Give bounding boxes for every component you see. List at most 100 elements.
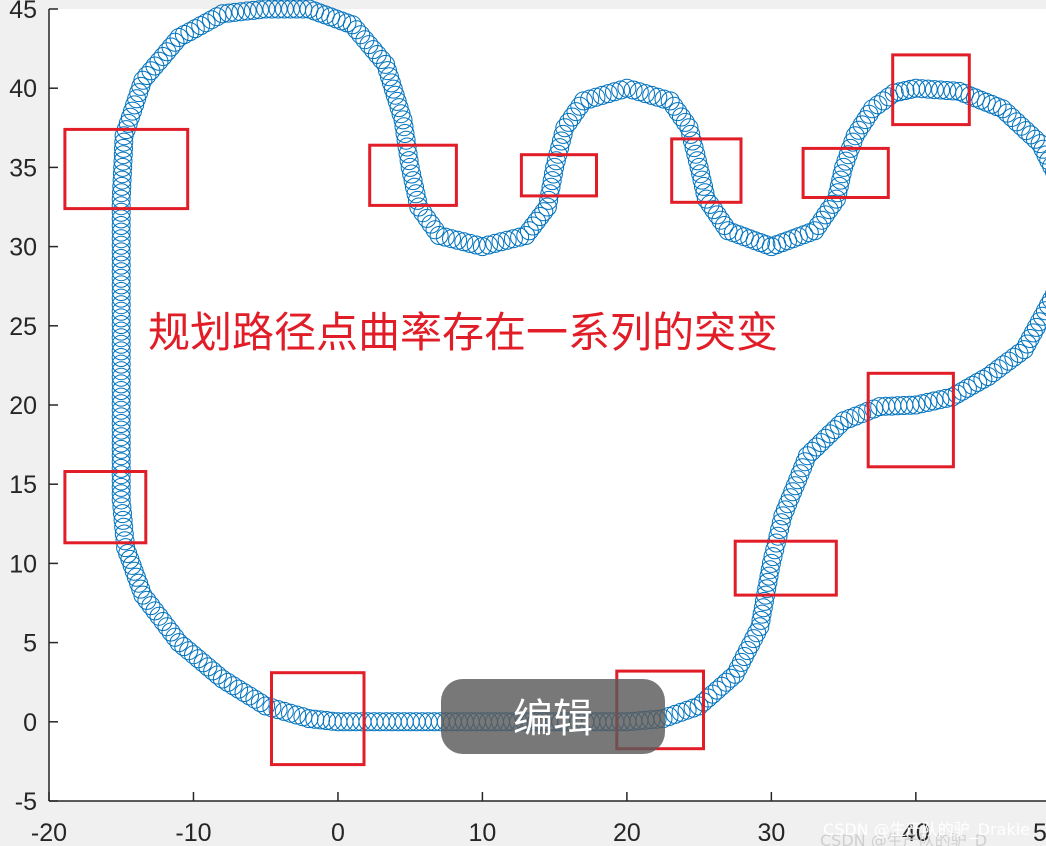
path-point bbox=[555, 118, 575, 138]
path-point bbox=[223, 676, 243, 696]
path-point bbox=[586, 87, 606, 107]
path-point bbox=[580, 89, 600, 109]
path-point bbox=[256, 0, 276, 19]
path-point bbox=[936, 388, 956, 408]
path-point bbox=[442, 229, 461, 249]
path-point bbox=[111, 249, 131, 268]
path-point bbox=[111, 308, 131, 328]
path-point bbox=[417, 208, 437, 228]
path-point bbox=[413, 203, 433, 223]
path-point bbox=[766, 533, 786, 553]
path-point bbox=[519, 221, 539, 241]
path-point bbox=[542, 171, 562, 191]
path-point bbox=[687, 151, 707, 171]
path-point bbox=[771, 513, 791, 533]
path-point bbox=[819, 200, 839, 220]
path-point bbox=[700, 194, 720, 214]
path-point bbox=[203, 661, 223, 681]
path-point bbox=[562, 107, 582, 127]
path-point bbox=[111, 341, 131, 361]
path-point bbox=[611, 80, 631, 100]
path-point bbox=[763, 547, 783, 567]
highlight-box bbox=[891, 53, 971, 127]
edit-button-label[interactable]: 编辑 bbox=[513, 696, 593, 742]
path-point bbox=[754, 591, 774, 611]
path-point bbox=[725, 664, 745, 684]
path-point bbox=[668, 102, 688, 122]
path-point bbox=[112, 176, 132, 196]
path-point bbox=[180, 22, 200, 42]
path-point bbox=[111, 381, 131, 400]
path-point bbox=[1039, 151, 1046, 170]
path-point bbox=[372, 50, 391, 69]
x-tick-label: 30 bbox=[757, 819, 785, 846]
path-point bbox=[367, 45, 387, 64]
path-point bbox=[396, 130, 416, 150]
path-point bbox=[912, 394, 932, 414]
path-point bbox=[399, 151, 419, 171]
path-point bbox=[293, 0, 313, 19]
path-point bbox=[707, 205, 727, 225]
path-point bbox=[761, 553, 781, 573]
path-point bbox=[812, 210, 832, 230]
edit-button[interactable]: 编辑 bbox=[441, 679, 665, 754]
path-point bbox=[672, 107, 691, 127]
path-point bbox=[759, 566, 779, 586]
path-point bbox=[409, 197, 429, 217]
path-point bbox=[112, 164, 132, 184]
path-point bbox=[111, 242, 131, 262]
path-point bbox=[179, 641, 199, 661]
path-point bbox=[973, 369, 993, 389]
path-point bbox=[202, 10, 221, 30]
path-point bbox=[250, 0, 269, 20]
highlight-box bbox=[368, 143, 458, 207]
path-point bbox=[111, 301, 131, 321]
path-point bbox=[114, 132, 134, 152]
path-point bbox=[884, 83, 904, 103]
highlight-box bbox=[63, 470, 148, 545]
path-point bbox=[605, 82, 624, 102]
path-point bbox=[768, 526, 788, 546]
path-point bbox=[744, 629, 764, 649]
path-point bbox=[988, 359, 1008, 379]
path-point bbox=[943, 81, 963, 101]
path-point bbox=[863, 99, 882, 119]
path-point bbox=[407, 190, 427, 210]
path-point bbox=[347, 20, 366, 40]
path-point bbox=[281, 0, 300, 19]
path-point bbox=[359, 35, 379, 55]
path-point bbox=[174, 637, 194, 657]
path-point bbox=[691, 164, 711, 184]
path-point bbox=[111, 268, 131, 288]
path-point bbox=[111, 354, 131, 374]
path-point bbox=[165, 32, 185, 52]
path-point bbox=[1032, 306, 1046, 326]
path-point bbox=[999, 351, 1019, 371]
path-point bbox=[111, 427, 131, 447]
path-point bbox=[169, 633, 189, 653]
path-point bbox=[686, 144, 706, 164]
path-point bbox=[1035, 301, 1046, 321]
path-point bbox=[826, 189, 846, 209]
path-point bbox=[188, 649, 208, 669]
path-point bbox=[425, 220, 445, 240]
path-point bbox=[828, 183, 848, 203]
path-point bbox=[559, 112, 578, 132]
path-point bbox=[823, 194, 843, 214]
highlight-box bbox=[733, 539, 838, 597]
path-point bbox=[406, 184, 426, 204]
path-point bbox=[397, 137, 417, 157]
path-point bbox=[978, 367, 998, 386]
edit-button-bg[interactable] bbox=[441, 679, 665, 754]
path-point bbox=[111, 367, 131, 387]
x-tick-label: 20 bbox=[613, 819, 641, 846]
path-point bbox=[479, 235, 499, 255]
path-point bbox=[208, 665, 227, 685]
path-point bbox=[225, 2, 245, 22]
path-point bbox=[113, 151, 133, 171]
path-point bbox=[570, 96, 590, 116]
path-point bbox=[111, 433, 131, 453]
path-point bbox=[534, 202, 554, 222]
path-point bbox=[161, 622, 181, 642]
path-point bbox=[137, 590, 157, 610]
